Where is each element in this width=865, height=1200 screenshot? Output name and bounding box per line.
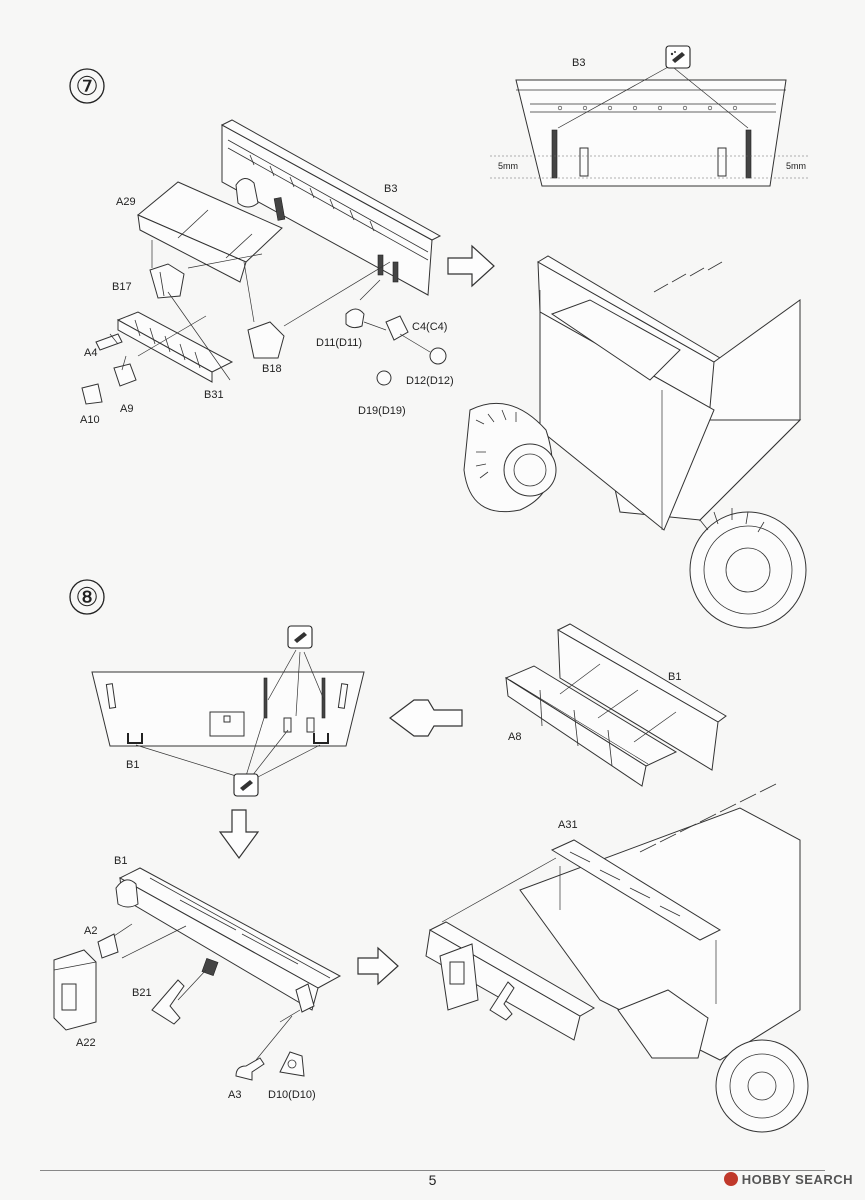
label-a29: A29 — [116, 196, 136, 208]
b1-lower-exploded — [107, 867, 342, 1061]
track-wheel-left — [463, 402, 557, 513]
label-b18: B18 — [262, 363, 282, 375]
label-d10: D10(D10) — [268, 1089, 316, 1101]
arrow-down-icon — [218, 809, 260, 860]
arrow-right-icon — [447, 244, 495, 288]
page-number: 5 — [428, 1172, 437, 1188]
label-d12: D12(D12) — [406, 375, 454, 387]
label-c4: C4(C4) — [412, 321, 447, 333]
label-a10: A10 — [80, 414, 100, 426]
arrow-left-icon — [389, 699, 463, 737]
step-7-guide-lines — [109, 240, 391, 381]
b3-detail-view — [490, 45, 810, 187]
step-8-number: ⑧ — [75, 582, 98, 612]
detail-dim-left: 5mm — [498, 161, 518, 171]
arrow-right-icon — [357, 946, 399, 986]
label-b21: B21 — [132, 987, 152, 999]
part-a2 — [97, 933, 119, 959]
sprocket-right-step-8 — [715, 1039, 809, 1133]
part-a4 — [95, 333, 123, 351]
label-a31: A31 — [558, 819, 578, 831]
label-a9: A9 — [120, 403, 133, 415]
step-8: ⑧ B1 — [53, 579, 809, 1133]
part-b31-rack — [116, 311, 234, 383]
label-b3: B3 — [384, 183, 397, 195]
hobby-search-logo-icon — [723, 1172, 738, 1186]
part-b17-bracket — [149, 263, 185, 299]
part-b3-plate — [220, 119, 442, 296]
label-b31: B31 — [204, 389, 224, 401]
detail-label-b3: B3 — [572, 57, 585, 69]
part-tow-hook-assembly — [345, 308, 447, 386]
label-a22: A22 — [76, 1037, 96, 1049]
b1-flat-view — [91, 625, 365, 797]
part-b18-bracket — [247, 321, 285, 359]
part-a22-box — [53, 949, 97, 1031]
b1-a8-exploded — [504, 623, 727, 787]
part-a3 — [235, 1057, 265, 1081]
watermark: HOBBY SEARCH — [723, 1172, 853, 1187]
watermark-text: HOBBY SEARCH — [741, 1172, 853, 1187]
step-7: ⑦ B3 A29 — [69, 45, 810, 629]
label-d11: D11(D11) — [316, 337, 362, 349]
part-a29-mudguard — [137, 181, 283, 283]
sprocket-right — [689, 508, 807, 629]
label-a4: A4 — [84, 347, 97, 359]
step-7-number: ⑦ — [75, 71, 98, 101]
footer-rule — [40, 1170, 825, 1171]
label-b1-top: B1 — [668, 671, 681, 683]
part-a9 — [113, 363, 137, 387]
label-b1-flat: B1 — [126, 759, 139, 771]
label-b1-lower: B1 — [114, 855, 127, 867]
detail-dim-right: 5mm — [786, 161, 806, 171]
label-a8: A8 — [508, 731, 521, 743]
label-a2: A2 — [84, 925, 97, 937]
label-a3: A3 — [228, 1089, 241, 1101]
assembled-hull-step-8 — [425, 783, 809, 1133]
part-b21 — [151, 979, 185, 1025]
label-d19: D19(D19) — [358, 405, 406, 417]
part-d10 — [279, 1051, 305, 1077]
label-b17: B17 — [112, 281, 132, 293]
assembled-hull-step-7 — [463, 255, 807, 629]
part-a10 — [81, 383, 103, 405]
